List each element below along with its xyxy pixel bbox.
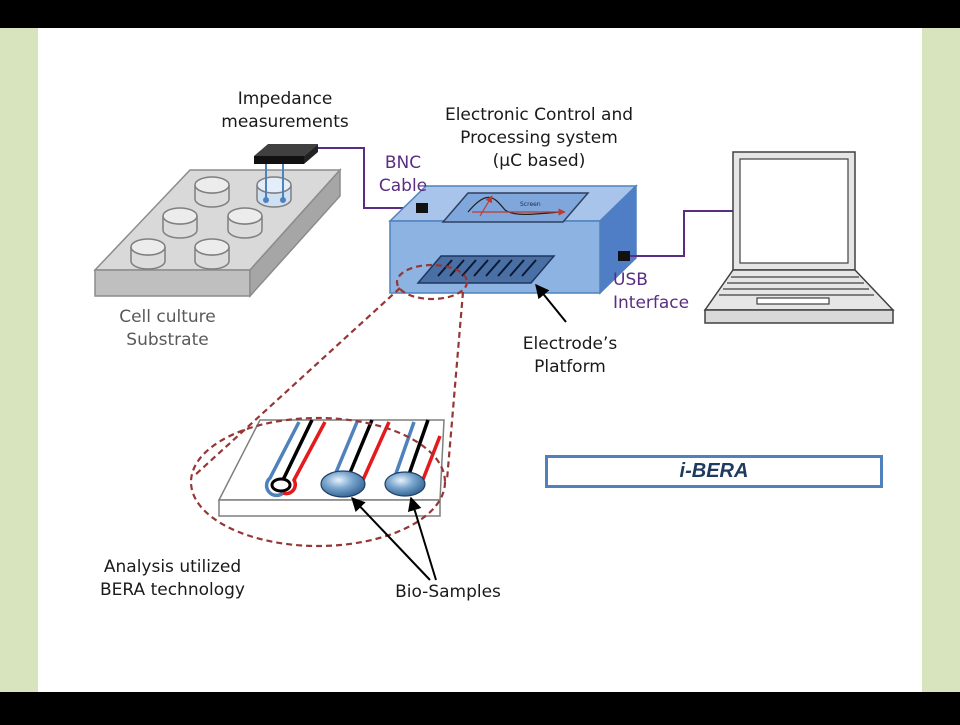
control-screen <box>441 192 590 223</box>
cell-culture-plate <box>93 162 342 298</box>
electrode-pins <box>437 259 537 277</box>
bio-sample-arrows <box>351 496 437 581</box>
bio-samples-label: Bio-Samples <box>395 582 501 602</box>
bio-sample-droplet <box>384 471 426 497</box>
bio-sample-droplet <box>320 470 366 498</box>
canvas-area <box>38 28 922 692</box>
bnc-cable <box>318 147 418 209</box>
electrode-platform <box>416 255 556 284</box>
laptop <box>703 151 895 324</box>
zoom-ellipse <box>189 416 447 548</box>
platform-arrow <box>535 283 567 323</box>
impedance-connector <box>254 144 318 164</box>
zoom-callout <box>194 263 469 481</box>
screen-label: Screen <box>520 201 541 208</box>
i-bera-title-box: i-BERA <box>545 455 883 488</box>
zoom-source-ellipse <box>395 263 469 301</box>
magnified-electrodes <box>217 419 445 517</box>
usb-port <box>618 251 630 261</box>
usb-cable <box>630 210 735 257</box>
i-bera-title: i-BERA <box>679 460 749 482</box>
control-box: Screen <box>388 184 638 295</box>
bnc-port <box>416 203 428 213</box>
